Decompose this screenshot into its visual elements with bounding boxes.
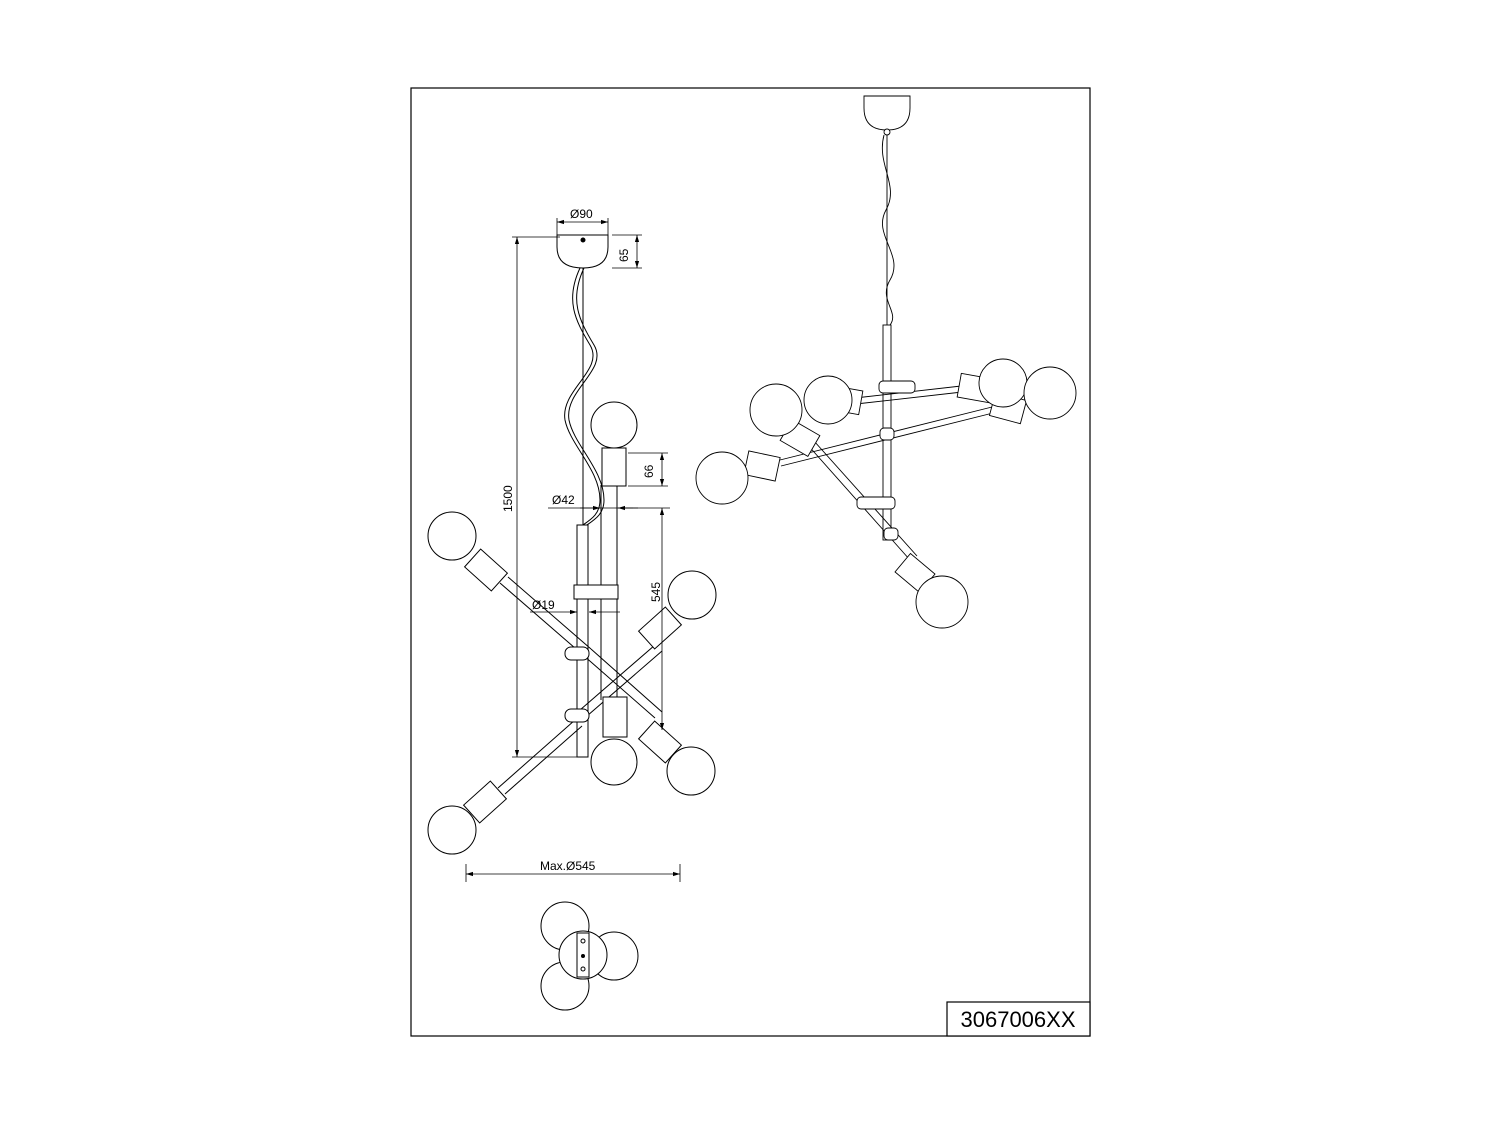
arm-right-down <box>582 654 656 719</box>
bulb-upper-right <box>667 570 717 620</box>
arm-right-up <box>579 644 656 711</box>
persp-bulb-6 <box>915 575 969 629</box>
bulb-upper-left <box>427 511 477 561</box>
bulb-bottom <box>590 738 638 786</box>
socket-upper-left <box>463 548 509 592</box>
collar <box>573 584 619 600</box>
persp-bulb-5 <box>695 451 749 505</box>
product-code: 3067006XX <box>961 1007 1076 1032</box>
persp-bulb-2 <box>978 358 1028 408</box>
dim-total-height: 1500 <box>501 485 515 512</box>
persp-canopy <box>863 95 911 131</box>
arm-left-up <box>499 582 584 656</box>
top-view <box>540 901 639 1011</box>
perspective-view <box>695 95 1077 629</box>
socket-bottom <box>602 696 628 738</box>
arm-left-down <box>497 719 576 789</box>
power-cable <box>564 267 601 528</box>
persp-bulb-1 <box>803 375 853 425</box>
dim-rod-diameter: Ø19 <box>532 598 555 612</box>
bulb-lower-left <box>427 805 477 855</box>
bulb-lower-right <box>666 746 716 796</box>
dim-tube-diameter: Ø42 <box>552 493 575 507</box>
dim-max-diameter: Max.Ø545 <box>540 859 596 873</box>
dimension-labels: Ø90 65 1500 66 Ø42 Ø19 545 Max.Ø545 <box>501 207 663 873</box>
dim-arm-length: 545 <box>649 582 663 602</box>
dimension-lines <box>465 218 681 882</box>
dim-canopy-height: 65 <box>617 248 631 262</box>
socket-top <box>601 447 627 487</box>
socket-upper-right <box>637 606 683 650</box>
dim-canopy-diameter: Ø90 <box>570 207 593 221</box>
dim-holder-height: 66 <box>642 464 656 478</box>
joint-lower <box>564 708 590 723</box>
bulb-top <box>590 401 638 449</box>
drawing-frame <box>410 87 1091 1037</box>
joint-upper <box>564 646 590 661</box>
persp-bulb-3 <box>749 383 803 437</box>
front-view <box>427 234 717 855</box>
socket-lower-left <box>462 780 508 824</box>
persp-bulb-4 <box>1023 366 1077 420</box>
product-code-box <box>946 1001 1091 1037</box>
